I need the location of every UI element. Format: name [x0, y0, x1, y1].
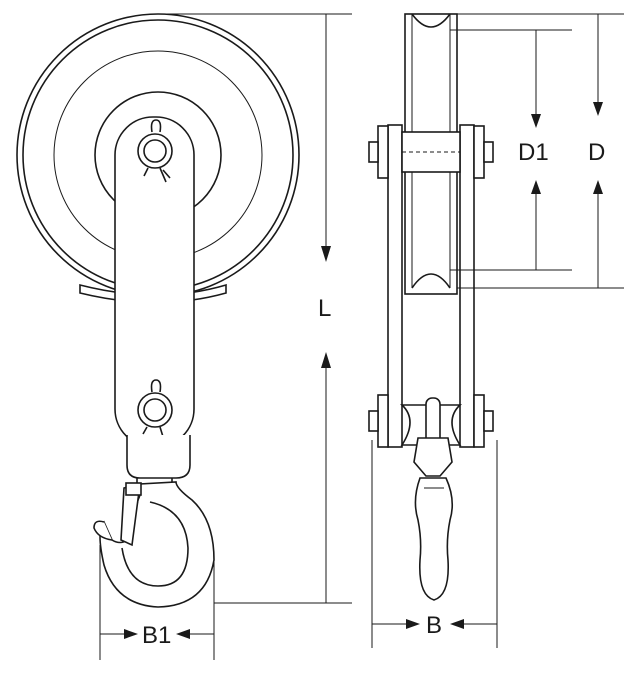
- axle-nut-right: [473, 125, 485, 179]
- sheave-bottom-groove: [411, 273, 451, 289]
- front-view: [16, 13, 300, 608]
- hook-side-body: [414, 477, 454, 601]
- B-arrow-right: [406, 619, 420, 629]
- label-D1: D1: [518, 139, 549, 166]
- latch-hinge: [125, 482, 142, 496]
- bottom-nut-left: [377, 394, 389, 448]
- D-arrow-down: [593, 102, 603, 116]
- bottom-cotter-pin-ring: [150, 379, 162, 393]
- bottom-bolt-inner: [143, 398, 167, 422]
- bottom-bolt: [137, 392, 173, 428]
- hook-tip: [93, 520, 113, 541]
- side-strap-right: [459, 124, 475, 448]
- D-arrow-up: [593, 180, 603, 194]
- B1-arrow-left: [176, 629, 190, 639]
- top-cotter-pin-legs: [143, 167, 171, 183]
- B1-arrow-right: [124, 629, 138, 639]
- label-D: D: [588, 139, 605, 166]
- L-arrow-down: [321, 246, 331, 262]
- side-strap-left: [387, 124, 403, 448]
- D1-arrow-down: [531, 114, 541, 128]
- B-arrow-left: [450, 619, 464, 629]
- hook-swivel-neck: [126, 435, 191, 479]
- top-axle-bolt: [137, 133, 173, 169]
- top-axle-bolt-inner: [143, 139, 167, 163]
- axle-end-right: [483, 141, 494, 163]
- sheave-top-groove: [411, 13, 451, 28]
- top-cotter-pin-ring: [150, 119, 162, 133]
- L-arrow-up: [321, 352, 331, 368]
- bottom-nut-right: [473, 394, 485, 448]
- label-B1: B1: [142, 622, 171, 649]
- axle-end-left: [368, 141, 379, 163]
- dimension-lines: [99, 13, 624, 660]
- label-B: B: [426, 612, 442, 639]
- side-view: [368, 13, 494, 601]
- hook-swivel-side: [413, 437, 453, 477]
- bottom-end-right: [483, 410, 494, 432]
- axle-nut-left: [377, 125, 389, 179]
- bottom-end-left: [368, 410, 379, 432]
- hook-body: [99, 481, 215, 608]
- hook-inner-throat: [121, 501, 189, 587]
- D1-arrow-up: [531, 180, 541, 194]
- label-L: L: [318, 295, 331, 322]
